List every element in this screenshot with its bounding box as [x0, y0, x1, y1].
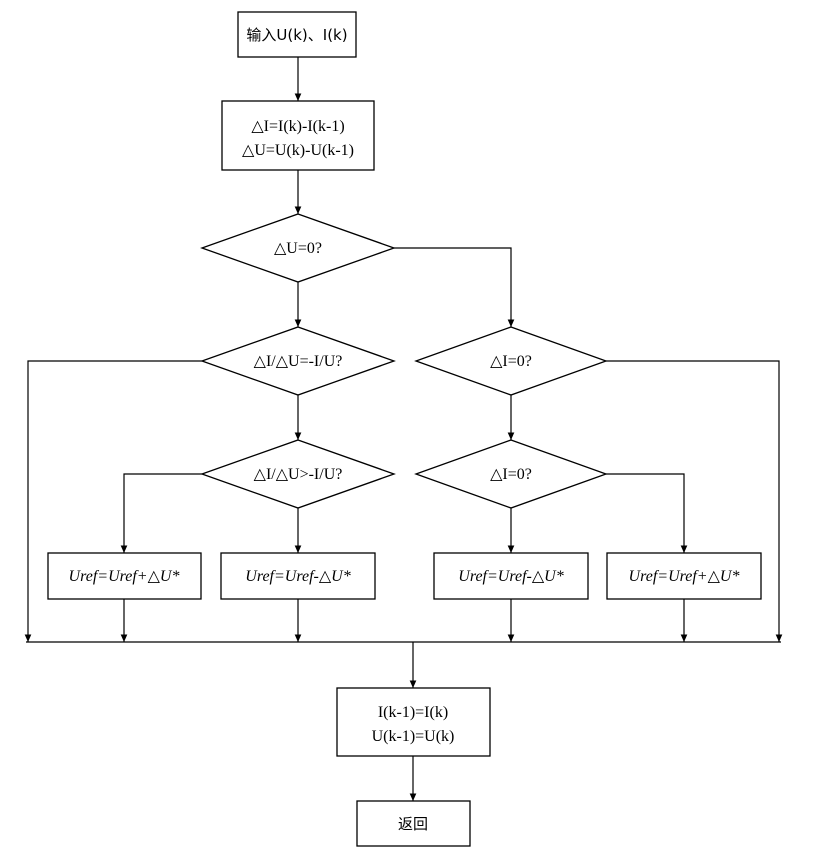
- didu-eq-decision: △I/△U=-I/U?: [200, 326, 396, 396]
- input-box: 输入U(k)、I(k): [237, 11, 357, 58]
- uref-plus-1-label: Uref=Uref+△U*: [69, 568, 180, 585]
- didu-gt-decision: △I/△U>-I/U?: [200, 439, 396, 509]
- didu-eq-label: △I/△U=-I/U?: [254, 353, 343, 370]
- di-zero-decision-b: △I=0?: [414, 439, 608, 509]
- edge-didu-gt-left: [120, 473, 202, 553]
- uref-plus-box-1: Uref=Uref+△U*: [47, 552, 202, 600]
- di-zero-a-label: △I=0?: [490, 353, 532, 370]
- return-label: 返回: [398, 815, 428, 833]
- uref-plus-2-label: Uref=Uref+△U*: [629, 568, 740, 585]
- edge-di-zero-a-right: [606, 360, 783, 642]
- update-box: I(k-1)=I(k) U(k-1)=U(k): [336, 687, 491, 757]
- didu-gt-label: △I/△U>-I/U?: [254, 466, 343, 483]
- di-zero-b-label: △I=0?: [490, 466, 532, 483]
- update-line1: I(k-1)=I(k): [378, 704, 448, 721]
- uref-minus-1-label: Uref=Uref-△U*: [245, 568, 350, 585]
- return-box: 返回: [356, 800, 471, 847]
- edge-di-zero-b-right: [606, 473, 688, 553]
- du-zero-decision: △U=0?: [200, 213, 396, 283]
- uref-minus-box-2: Uref=Uref-△U*: [433, 552, 589, 600]
- du-zero-label: △U=0?: [274, 240, 322, 257]
- connectors: [24, 57, 783, 801]
- di-zero-decision-a: △I=0?: [414, 326, 608, 396]
- edge-didu-eq-left: [24, 360, 202, 642]
- uref-minus-box-1: Uref=Uref-△U*: [220, 552, 376, 600]
- delta-calc-line1: △I=I(k)-I(k-1): [251, 118, 344, 135]
- edge-du-zero-right: [394, 247, 515, 327]
- delta-calc-line2: △U=U(k)-U(k-1): [242, 142, 354, 159]
- uref-minus-2-label: Uref=Uref-△U*: [458, 568, 563, 585]
- update-line2: U(k-1)=U(k): [372, 728, 455, 745]
- delta-calc-box: △I=I(k)-I(k-1) △U=U(k)-U(k-1): [221, 100, 375, 171]
- uref-plus-box-2: Uref=Uref+△U*: [606, 552, 762, 600]
- input-box-label: 输入U(k)、I(k): [246, 26, 347, 44]
